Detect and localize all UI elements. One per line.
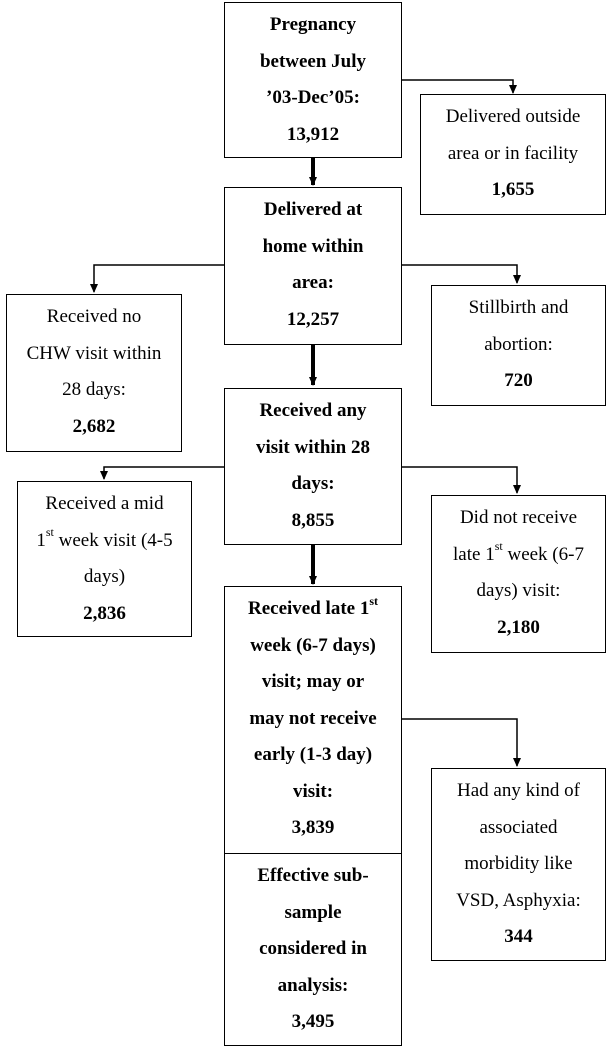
box-effective-line4: analysis:: [277, 974, 349, 996]
box-home-line2: home within: [262, 235, 364, 257]
box-mid-week-line1: Received a mid: [45, 493, 164, 514]
box-mid-week-value: 2,836: [83, 602, 126, 624]
no-late-ordinal-sup: st: [494, 539, 503, 554]
mid-week-line2-rest: week visit (4-5: [53, 529, 173, 551]
arrow-to-mid-week: [100, 466, 225, 480]
mid-week-ordinal-num: 1: [36, 529, 46, 551]
box-no-chw-line3: 28 days:: [62, 379, 126, 400]
box-effective-line2: sample: [284, 901, 342, 923]
box-pregnancy-value: 13,912: [286, 123, 340, 145]
arrow-to-no-chw: [90, 264, 225, 293]
box-outside-value: 1,655: [491, 179, 535, 200]
box-morbidity-line3: morbidity like: [464, 853, 573, 874]
box-late-week-line1: Received late 1st: [225, 591, 401, 628]
box-morbidity-line2: associated: [479, 816, 558, 838]
box-any-visit-line2: visit within 28: [255, 436, 371, 458]
box-home-line1: Delivered at: [263, 199, 363, 220]
box-late-week-line4: may not receive: [249, 707, 377, 729]
late-week-line1-pre: Received late 1: [247, 598, 370, 619]
box-stillbirth: Stillbirth and abortion: 720: [431, 285, 606, 406]
box-delivered-outside: Delivered outside area or in facility 1,…: [420, 94, 606, 215]
box-no-chw-line2: CHW visit within: [26, 342, 162, 364]
box-delivered-home: Delivered at home within area: 12,257: [224, 187, 402, 345]
arrow-to-morbidity: [402, 718, 521, 767]
box-no-late-line3: days) visit:: [476, 580, 561, 601]
arrow-to-stillbirth: [402, 264, 521, 284]
box-late-week-visit: Received late 1st week (6-7 days) visit;…: [224, 586, 402, 854]
box-morbidity-line1: Had any kind of: [457, 780, 580, 801]
box-late-week-line5: early (1-3 day): [253, 744, 373, 765]
box-outside-line1: Delivered outside: [445, 106, 581, 127]
box-late-week-line2: week (6-7 days): [250, 634, 376, 656]
box-effective-line1: Effective sub-: [257, 865, 369, 886]
box-mid-week-line3: days): [83, 566, 126, 587]
box-late-week-line6: visit:: [292, 780, 334, 802]
mid-week-ordinal-sup: st: [45, 525, 54, 540]
no-late-line2-pre: late 1: [453, 543, 495, 565]
box-morbidity-value: 344: [504, 926, 533, 947]
late-week-ordinal-sup: st: [369, 593, 378, 608]
box-any-visit: Received any visit within 28 days: 8,855: [224, 388, 402, 545]
box-no-chw-line1: Received no: [46, 306, 142, 327]
box-stillbirth-line2: abortion:: [484, 333, 553, 355]
arrow-to-outside: [402, 79, 517, 94]
no-late-line2-rest: week (6-7: [502, 543, 584, 565]
box-no-late-line1: Did not receive: [459, 507, 578, 528]
box-no-late-visit: Did not receive late 1st week (6-7 days)…: [431, 495, 606, 653]
box-outside-line2: area or in facility: [447, 142, 579, 164]
box-home-value: 12,257: [286, 308, 340, 330]
box-pregnancy: Pregnancy between July ’03-Dec’05: 13,91…: [224, 2, 402, 158]
arrow-to-not-late: [402, 466, 521, 494]
box-mid-week-visit: Received a mid 1st week visit (4-5 days)…: [17, 481, 192, 637]
box-mid-week-line2: 1st week visit (4-5: [18, 523, 191, 560]
box-morbidity: Had any kind of associated morbidity lik…: [431, 768, 606, 961]
box-late-week-line3: visit; may or: [261, 671, 365, 692]
box-home-line3: area:: [292, 272, 334, 293]
box-effective-value: 3,495: [291, 1011, 335, 1032]
box-any-visit-value: 8,855: [291, 509, 335, 531]
box-pregnancy-line2: between July: [259, 50, 367, 72]
box-stillbirth-line1: Stillbirth and: [468, 297, 569, 318]
box-effective-sample: Effective sub- sample considered in anal…: [224, 853, 402, 1046]
box-morbidity-line4: VSD, Asphyxia:: [456, 889, 581, 911]
box-late-week-value: 3,839: [291, 817, 335, 838]
box-stillbirth-value: 720: [504, 370, 533, 391]
box-effective-line3: considered in: [259, 938, 367, 959]
box-any-visit-line3: days:: [291, 473, 335, 494]
box-no-late-value: 2,180: [497, 616, 540, 638]
box-no-late-line2: late 1st week (6-7: [432, 537, 605, 574]
box-pregnancy-line3: ’03-Dec’05:: [266, 87, 360, 108]
box-no-chw-visit: Received no CHW visit within 28 days: 2,…: [6, 294, 182, 452]
box-any-visit-line1: Received any: [259, 400, 367, 421]
box-pregnancy-line1: Pregnancy: [269, 14, 357, 35]
box-no-chw-value: 2,682: [72, 415, 116, 437]
